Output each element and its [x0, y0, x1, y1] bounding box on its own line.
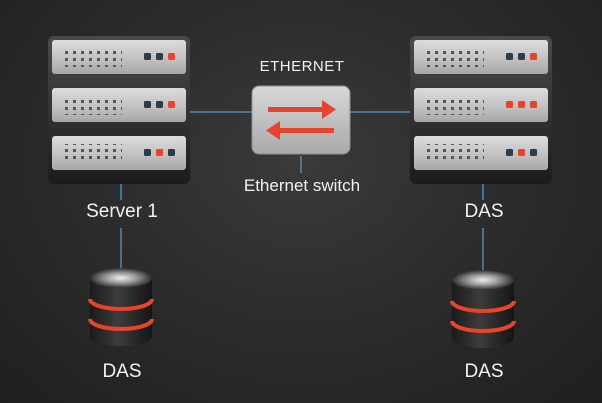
server-unit	[52, 136, 186, 170]
storage-unit	[414, 136, 548, 170]
das-label-bottom-left: DAS	[102, 361, 142, 382]
arrow-left-icon	[266, 121, 334, 140]
storage-unit	[414, 40, 548, 74]
arrow-right-icon	[268, 100, 336, 119]
server-unit	[52, 40, 186, 74]
storage-unit	[414, 88, 548, 122]
storage-rack-icon	[410, 36, 552, 184]
connectors	[120, 111, 484, 272]
das-label-right: DAS	[464, 201, 504, 222]
disk-storage-icon	[88, 268, 154, 346]
disk-storage-icon	[450, 270, 516, 348]
server-label: Server 1	[86, 201, 158, 222]
ethernet-label: ETHERNET	[259, 58, 345, 75]
server-rack-icon	[48, 36, 190, 184]
ethernet-switch-icon	[251, 85, 351, 155]
server-unit	[52, 88, 186, 122]
das-label-bottom-right: DAS	[464, 361, 504, 382]
switch-label: Ethernet switch	[243, 176, 361, 195]
